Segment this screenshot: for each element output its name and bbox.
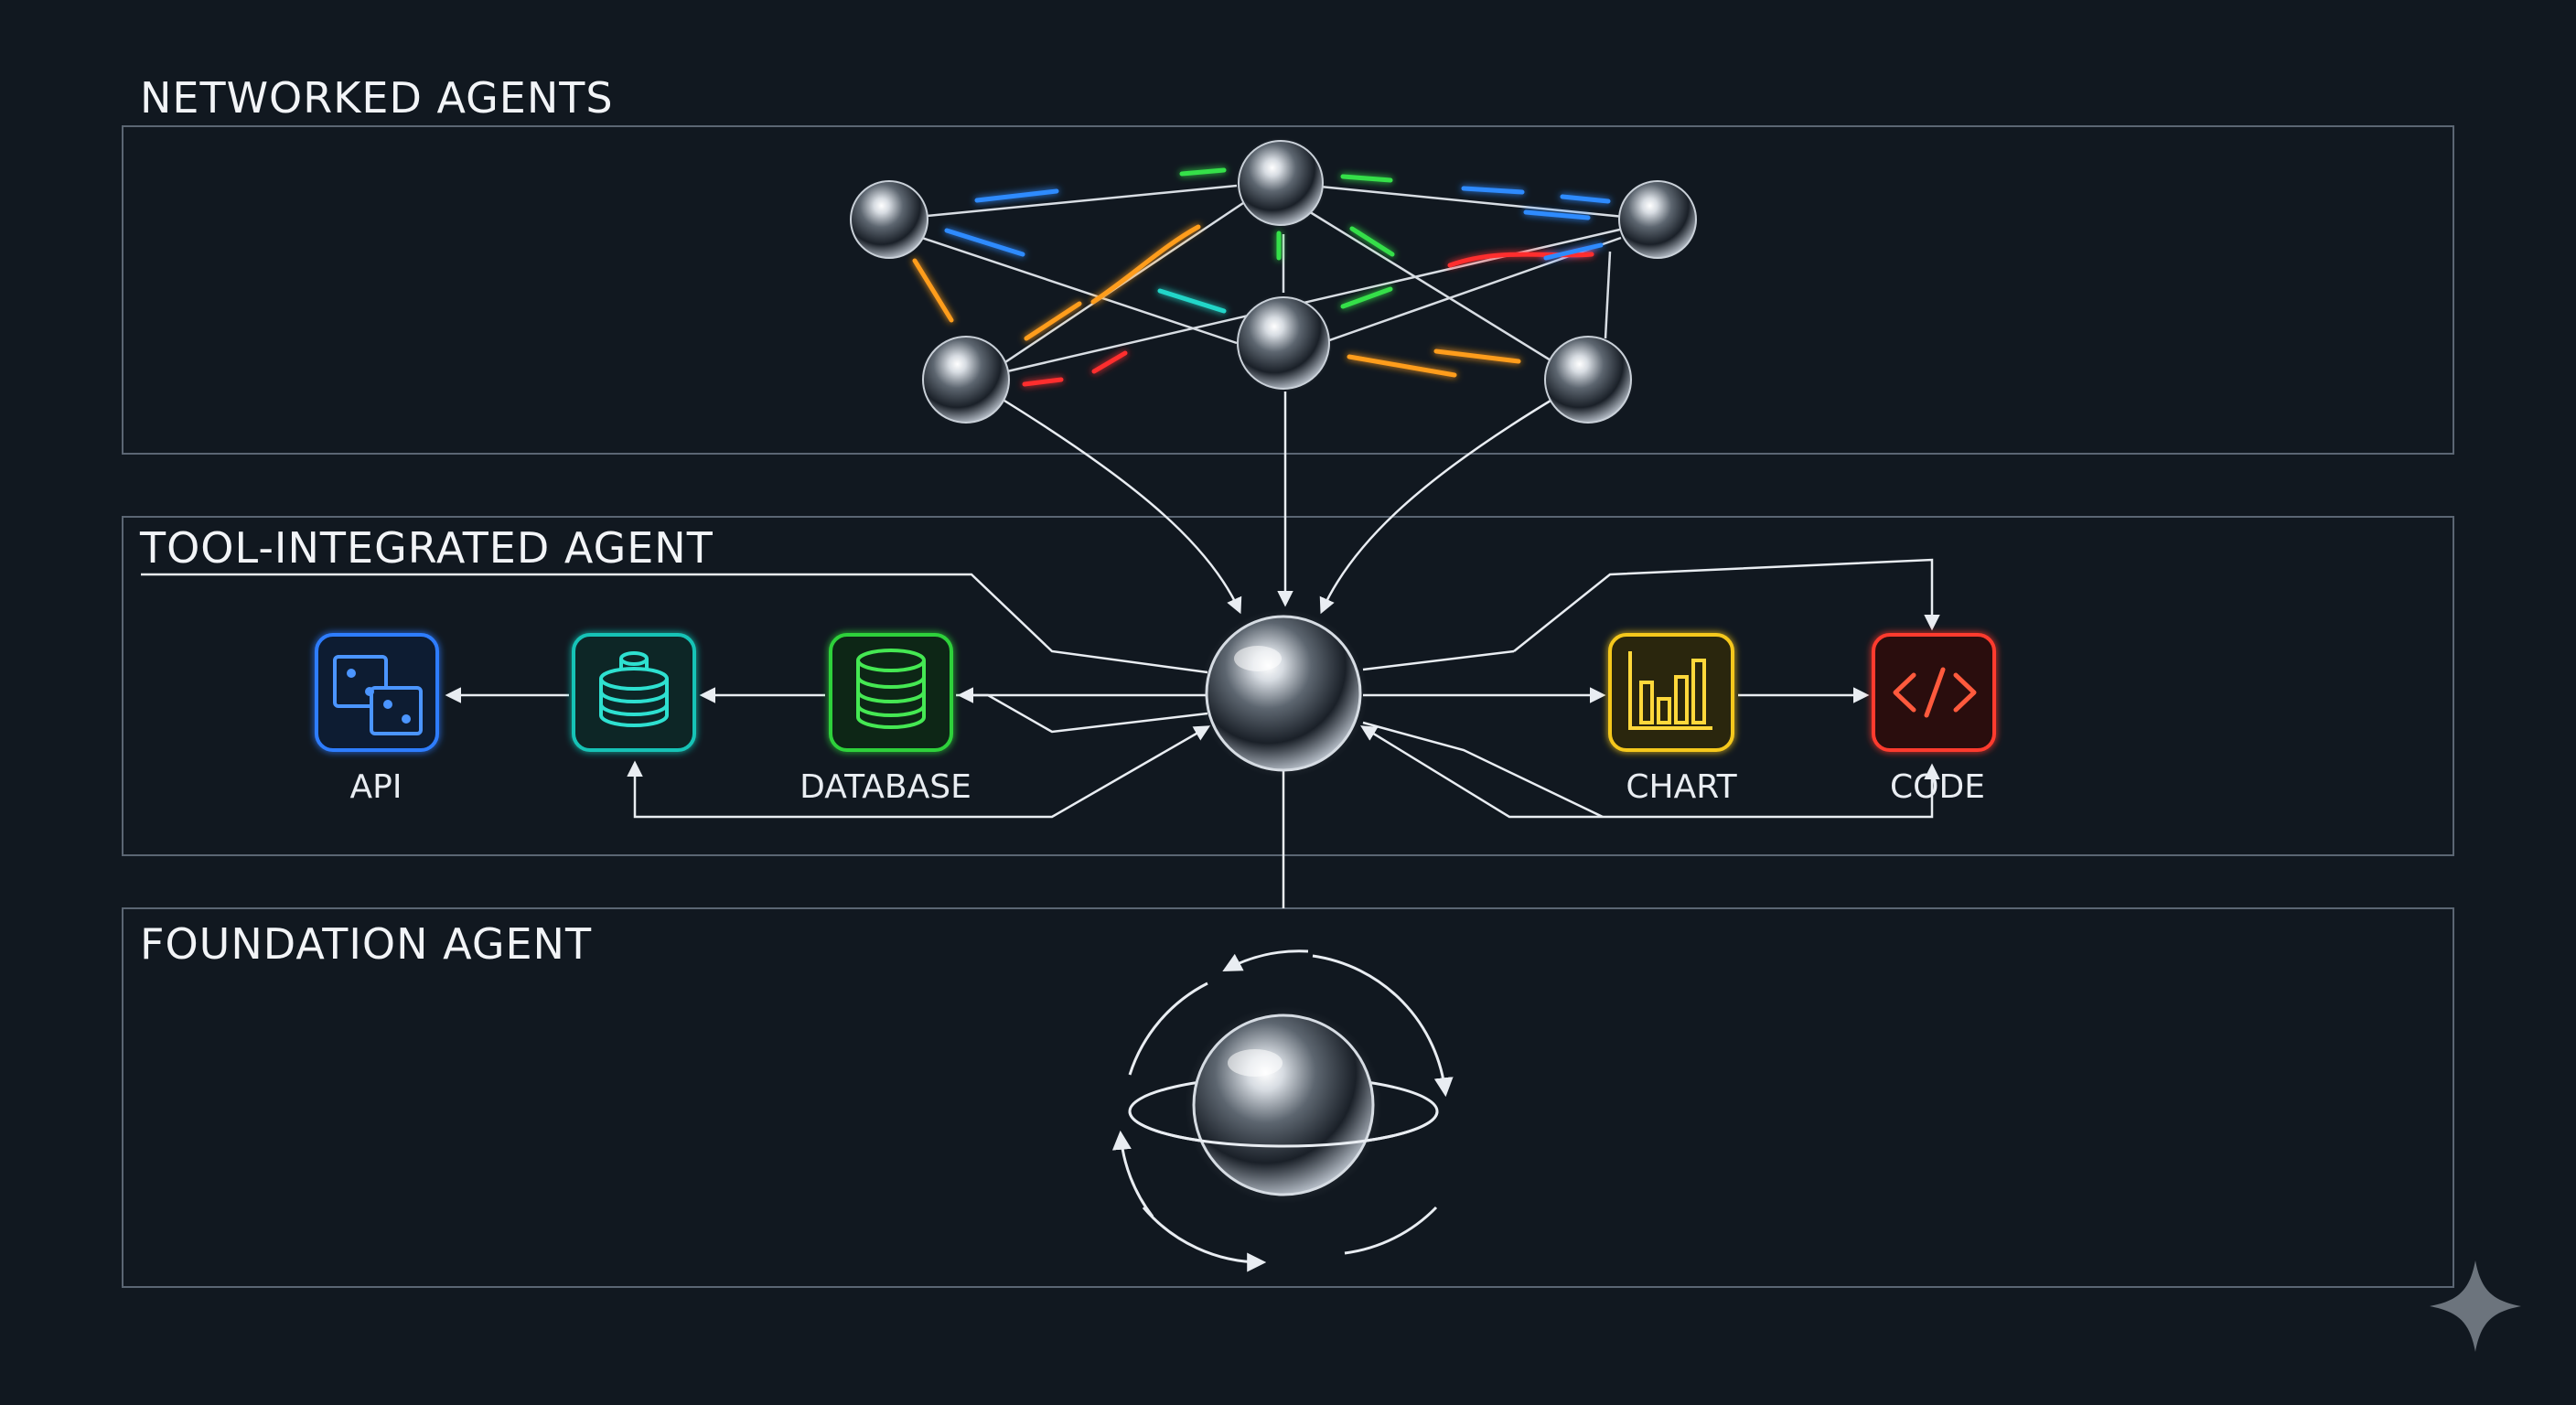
database-label: DATABASE: [800, 768, 971, 806]
agent-sphere[interactable]: [1234, 294, 1333, 392]
network-to-agent-arrows: [1004, 391, 1551, 615]
tool-integrated-agent-title: TOOL-INTEGRATED AGENT: [140, 523, 714, 573]
database-tool[interactable]: [829, 633, 953, 752]
networked-frame: [122, 125, 2454, 455]
cache-cylinder-icon: [599, 651, 669, 727]
foundation-agent-sphere[interactable]: [1128, 1006, 1439, 1204]
foundation-frame: [122, 907, 2454, 1288]
tool-agent-sphere[interactable]: [1199, 609, 1368, 778]
bar-chart-icon: [1628, 651, 1712, 730]
network-agents: [849, 137, 1698, 425]
networked-agents-title: NETWORKED AGENTS: [140, 73, 614, 123]
api-icon: [333, 655, 423, 735]
network-signals: [912, 167, 1611, 387]
agent-sphere[interactable]: [1542, 334, 1634, 425]
database-icon: [856, 649, 926, 729]
agent-sphere[interactable]: [1617, 179, 1698, 260]
api-label: API: [349, 768, 402, 806]
sparkle-icon: [2430, 1260, 2521, 1352]
agent-sphere[interactable]: [1235, 137, 1326, 229]
agent-sphere[interactable]: [849, 179, 929, 260]
tool-connectors: [141, 558, 1940, 908]
code-icon: [1893, 667, 1977, 718]
code-label: CODE: [1890, 768, 1985, 806]
code-tool[interactable]: [1872, 633, 1996, 752]
foundation-agent-title: FOUNDATION AGENT: [140, 919, 593, 969]
api-tool[interactable]: [315, 633, 439, 752]
chart-tool[interactable]: [1608, 633, 1734, 752]
agent-sphere[interactable]: [920, 334, 1012, 425]
cache-tool[interactable]: [572, 633, 696, 752]
chart-label: CHART: [1626, 768, 1737, 806]
tool-frame: [122, 516, 2454, 856]
